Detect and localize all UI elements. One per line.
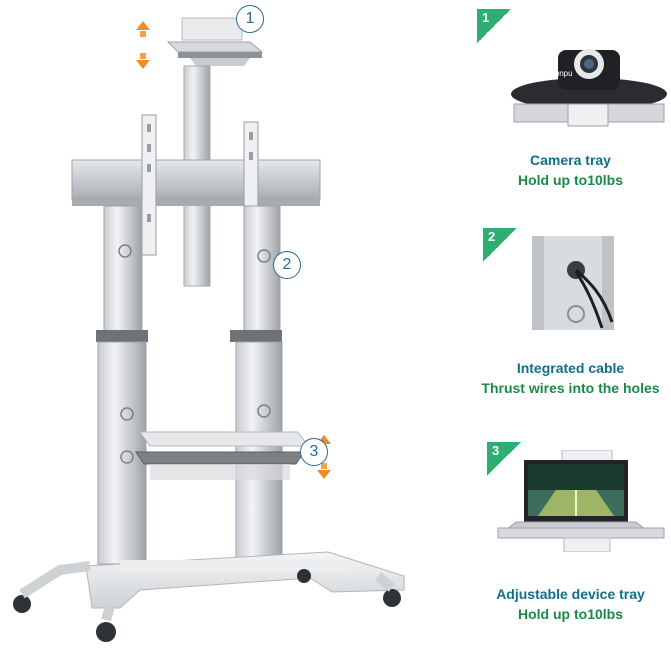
arrow-up-icon [317,435,331,444]
feature-integrated-cable: 2 Integrated cable Thrust wires into the… [470,222,671,402]
cable-hole-photo [532,236,614,330]
feature-title: Integrated cable [516,360,625,376]
feature-subtitle: Thrust wires into the holes [481,380,660,396]
caption-integrated-cable: Integrated cable Thrust wires into the h… [460,358,671,398]
badge-number: 1 [482,10,490,25]
feature-title: Adjustable device tray [496,586,645,602]
arrow-stem [140,53,146,59]
caption-camera-tray: Camera tray Hold up to10lbs [470,150,671,190]
badge-1: 1 [477,9,511,43]
tv-stand-illustration [13,17,405,642]
arrow-stem [140,31,146,37]
badge-number: 2 [488,229,496,244]
feature-title: Camera tray [530,152,611,168]
camera-tray-photo: Runpu [511,49,667,127]
camera-label: Runpu [549,69,573,78]
arrow-stem [321,463,327,469]
badge-3: 3 [487,442,521,476]
caption-device-tray: Adjustable device tray Hold up to10lbs [470,584,671,624]
callout-1: 1 [236,5,264,33]
arrow-down-icon [317,470,331,479]
feature-subtitle: Hold up to10lbs [518,606,623,622]
feature-device-tray: 3 Adjustable device tray Hold up to10lbs [470,428,671,658]
badge-2: 2 [483,228,517,262]
arrow-up-icon [136,21,150,30]
device-tray-photo [497,450,665,552]
feature-camera-tray: 1 Runpu Camera tray Hold up to10lbs [470,0,671,200]
badge-number: 3 [492,443,500,458]
arrow-down-icon [136,60,150,69]
callout-3: 3 [300,438,328,466]
feature-subtitle: Hold up to10lbs [518,172,623,188]
callout-2: 2 [273,251,301,279]
